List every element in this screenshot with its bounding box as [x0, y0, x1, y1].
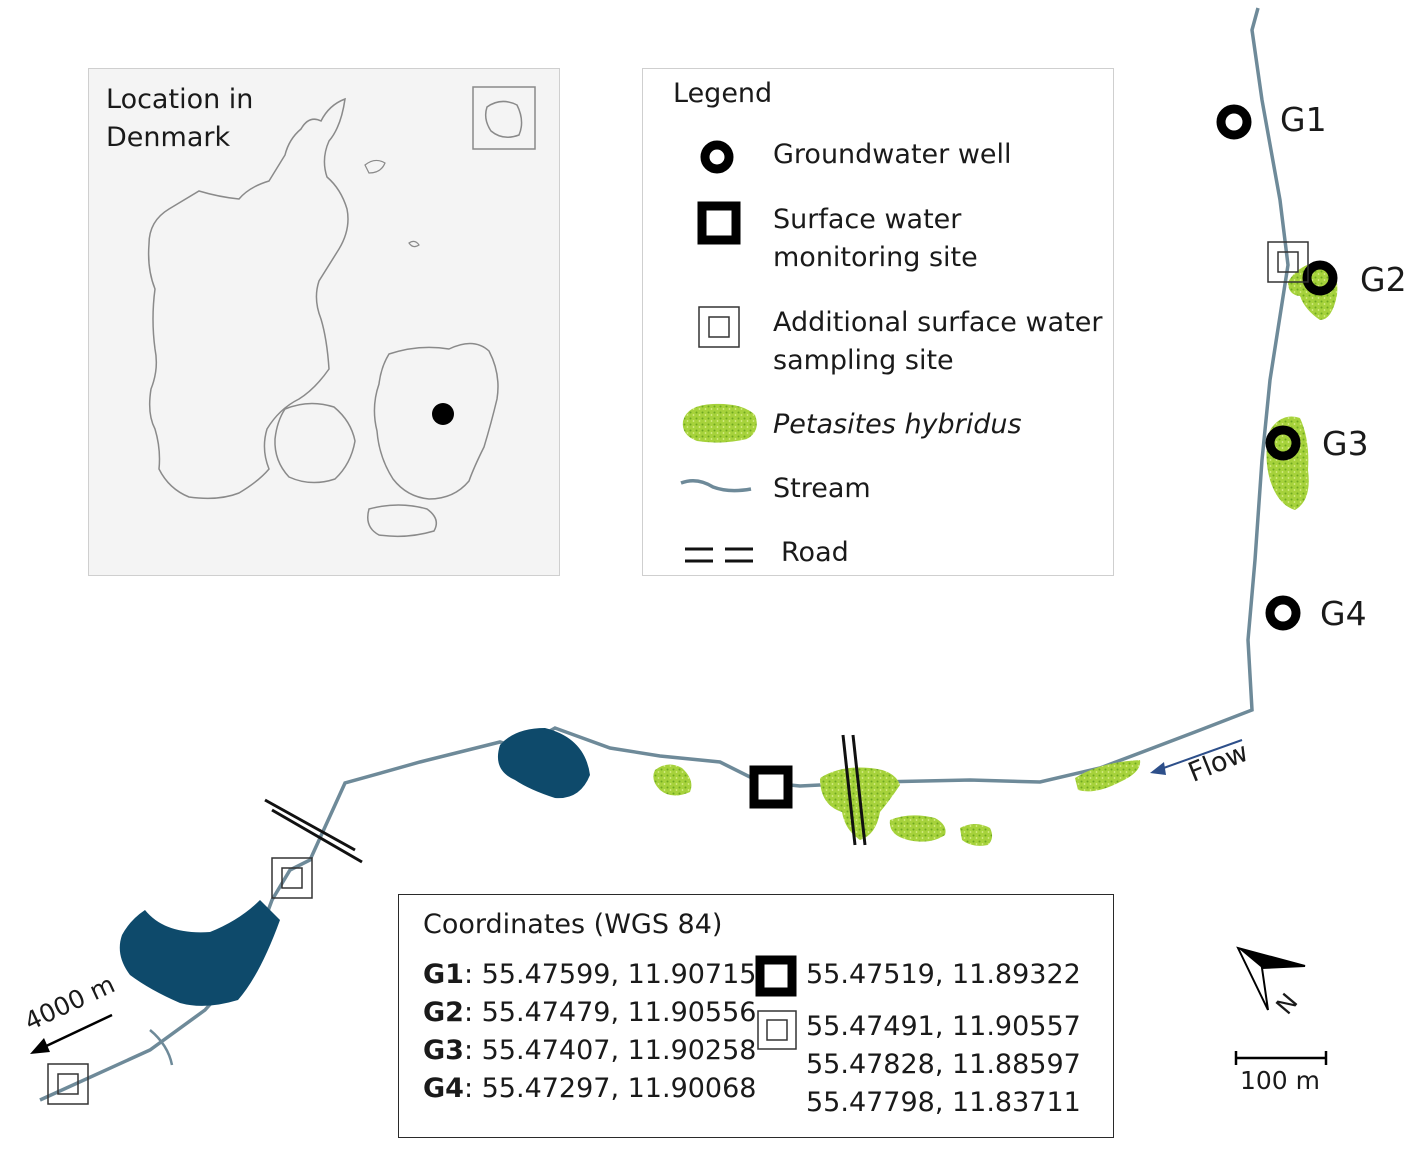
lake	[497, 728, 590, 799]
zealand-outline	[373, 342, 499, 500]
coordinate-value: : 55.47407, 11.90258	[463, 1035, 757, 1066]
additional-site-coordinate: 55.47491, 11.90557	[806, 1011, 1081, 1042]
coordinate-row-g3: G3: 55.47407, 11.90258	[423, 1035, 756, 1066]
funen-outline	[274, 402, 356, 484]
well-label-g3: G3	[1322, 424, 1369, 463]
monitoring-site-icon	[755, 955, 797, 997]
coordinates-box: Coordinates (WGS 84) G1: 55.47599, 11.90…	[398, 894, 1114, 1138]
legend: Legend Groundwater well Surface water mo…	[642, 68, 1114, 576]
coordinate-row-g1: G1: 55.47599, 11.90715	[423, 959, 756, 990]
well-label-g1: G1	[1280, 100, 1327, 139]
island-outline	[408, 240, 420, 248]
flow-arrow-icon	[1150, 739, 1243, 775]
distance-arrow-icon	[30, 1013, 113, 1054]
coordinates-title: Coordinates (WGS 84)	[423, 909, 723, 940]
groundwater-well-g2	[1302, 260, 1338, 296]
well-label-g4: G4	[1320, 594, 1367, 633]
coordinate-id: G4	[423, 1073, 464, 1104]
additional-surface-water-site	[1267, 241, 1309, 283]
stream-branch	[149, 1029, 174, 1066]
groundwater-well-g4	[1265, 595, 1301, 631]
additional-site-coordinate: 55.47828, 11.88597	[806, 1049, 1081, 1080]
petasites-patch	[653, 764, 692, 796]
groundwater-well-g1	[1216, 104, 1252, 140]
surface-water-monitoring-icon	[697, 201, 741, 245]
additional-surface-water-site	[47, 1063, 89, 1105]
legend-title: Legend	[673, 78, 773, 109]
coordinate-id: G1	[423, 959, 464, 990]
coordinate-id: G2	[423, 997, 464, 1028]
groundwater-well-icon	[700, 140, 734, 174]
petasites-patch	[960, 824, 993, 846]
denmark-inset: Location in Denmark	[88, 68, 560, 576]
lake	[119, 900, 280, 1006]
coordinate-value: : 55.47297, 11.90068	[463, 1073, 757, 1104]
legend-label-stream: Stream	[773, 473, 871, 504]
legend-label-additional-site: Additional surface water sampling site	[773, 307, 1103, 376]
petasites-patch	[1075, 760, 1141, 792]
coordinate-row-g2: G2: 55.47479, 11.90556	[423, 997, 756, 1028]
coordinate-value: : 55.47599, 11.90715	[463, 959, 757, 990]
coordinate-value: : 55.47479, 11.90556	[463, 997, 757, 1028]
legend-label-groundwater-well: Groundwater well	[773, 139, 1012, 170]
inset-title: Location in Denmark	[106, 84, 254, 153]
coordinate-id: G3	[423, 1035, 464, 1066]
groundwater-well-g3	[1265, 425, 1301, 461]
petasites-patch	[889, 815, 946, 842]
bornholm-inset-box	[472, 86, 536, 150]
road	[264, 734, 867, 864]
legend-label-road: Road	[781, 537, 849, 568]
legend-label-petasites: Petasites hybridus	[773, 409, 1022, 440]
legend-label-surface-water: Surface water monitoring site	[773, 204, 978, 273]
road-icon	[685, 547, 753, 563]
additional-site-icon	[757, 1010, 797, 1050]
jutland-outline	[147, 97, 349, 500]
lolland-outline	[367, 504, 438, 538]
additional-surface-water-site	[271, 857, 313, 899]
stream-icon	[680, 479, 752, 493]
coordinate-row-g4: G4: 55.47297, 11.90068	[423, 1073, 756, 1104]
north-arrow-icon	[1236, 946, 1306, 1011]
well-label-g2: G2	[1360, 260, 1407, 299]
site-location-marker	[432, 403, 454, 425]
additional-site-coordinate: 55.47798, 11.83711	[806, 1087, 1081, 1118]
island-outline	[364, 159, 386, 174]
petasites-icon	[682, 403, 757, 443]
scale-bar	[1234, 1051, 1328, 1065]
surface-water-monitoring-site	[749, 765, 793, 809]
additional-site-icon	[698, 306, 740, 348]
scale-label: 100 m	[1240, 1066, 1321, 1095]
denmark-outline-map	[147, 86, 536, 538]
monitoring-site-coordinate: 55.47519, 11.89322	[806, 959, 1081, 990]
